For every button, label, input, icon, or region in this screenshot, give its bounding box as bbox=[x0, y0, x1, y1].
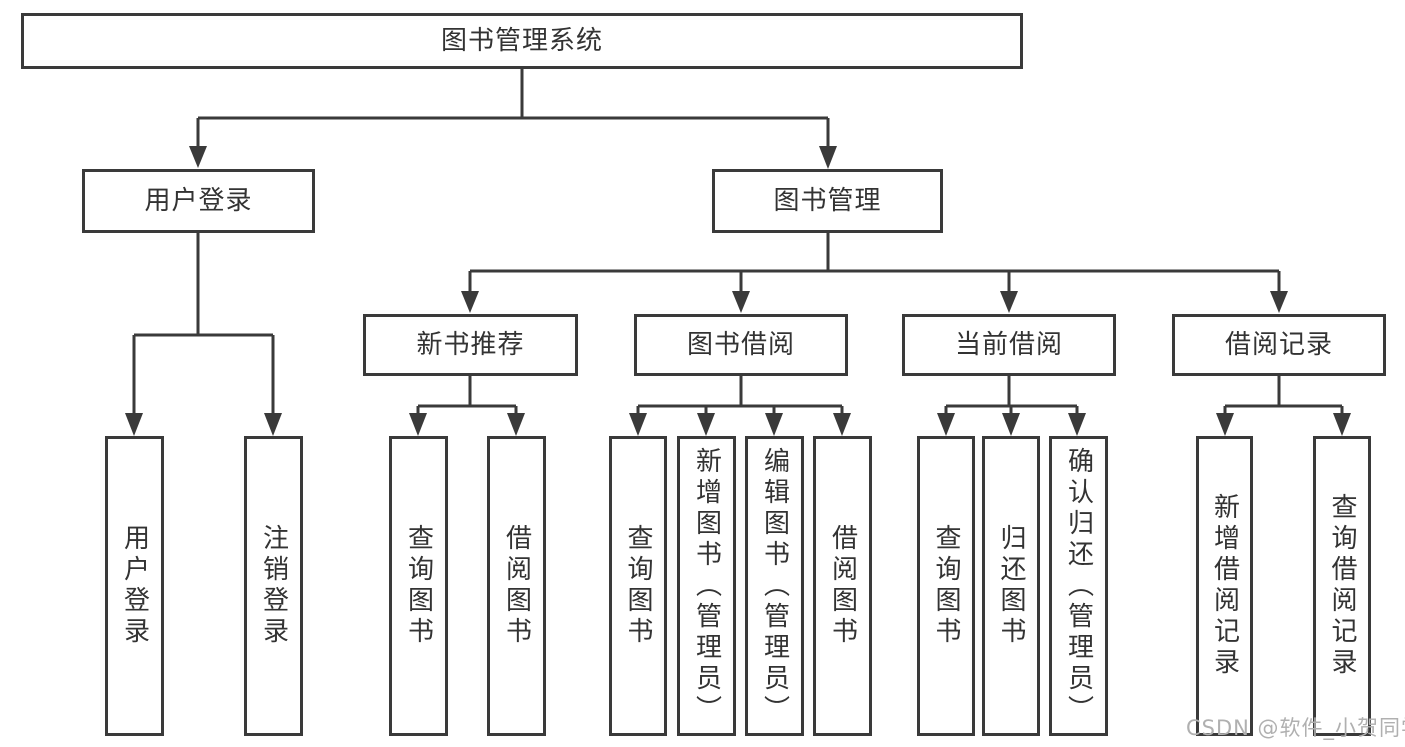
connector-currentborrow-to-leaves bbox=[944, 376, 1079, 414]
leaf-newbooks-query-books: 查询图书 bbox=[389, 436, 448, 736]
connector-bookmgmt-to-level3 bbox=[468, 233, 1281, 292]
arrowhead bbox=[697, 413, 715, 436]
connector-borrowrecords-to-leaves bbox=[1223, 376, 1344, 414]
node-user-login: 用户登录 bbox=[82, 169, 315, 233]
node-new-book-recommend: 新书推荐 bbox=[363, 314, 578, 376]
arrowhead bbox=[189, 146, 207, 168]
arrowhead bbox=[1002, 413, 1020, 436]
arrowhead bbox=[937, 413, 955, 436]
arrowhead bbox=[629, 413, 647, 436]
watermark: CSDN @软件_小贺同学 bbox=[1186, 716, 1405, 740]
node-book-management: 图书管理 bbox=[712, 169, 943, 233]
arrowhead bbox=[1333, 413, 1351, 436]
leaf-borrow-edit-books-admin: 编辑图书（管理员） bbox=[745, 436, 804, 736]
leaf-borrow-query-books: 查询图书 bbox=[609, 436, 667, 736]
arrowhead bbox=[833, 413, 851, 436]
arrowhead bbox=[461, 291, 479, 313]
leaf-current-confirm-return-admin: 确认归还（管理员） bbox=[1049, 436, 1108, 736]
arrowhead bbox=[1068, 413, 1086, 436]
arrowhead bbox=[125, 413, 143, 436]
connector-root-to-level2 bbox=[196, 69, 830, 147]
leaf-records-add-record: 新增借阅记录 bbox=[1196, 436, 1253, 736]
arrowhead bbox=[507, 413, 525, 436]
leaf-current-return-books: 归还图书 bbox=[982, 436, 1040, 736]
arrowhead bbox=[1000, 291, 1018, 313]
connector-userlogin-to-leaves bbox=[132, 232, 275, 415]
connector-newbooks-to-leaves bbox=[416, 376, 518, 414]
arrowhead bbox=[819, 146, 837, 169]
arrowhead bbox=[1216, 413, 1234, 436]
leaf-records-query-record: 查询借阅记录 bbox=[1313, 436, 1371, 736]
node-root: 图书管理系统 bbox=[21, 13, 1023, 69]
connector-bookborrow-to-leaves bbox=[636, 376, 844, 414]
node-book-borrow: 图书借阅 bbox=[634, 314, 848, 376]
leaf-borrow-borrow-books: 借阅图书 bbox=[813, 436, 872, 736]
arrowhead bbox=[1270, 291, 1288, 313]
node-current-borrow: 当前借阅 bbox=[902, 314, 1116, 376]
leaf-logout: 注销登录 bbox=[244, 436, 303, 736]
leaf-user-login: 用户登录 bbox=[105, 436, 164, 736]
leaf-current-query-books: 查询图书 bbox=[917, 436, 975, 736]
arrowhead bbox=[264, 413, 282, 436]
node-borrow-records: 借阅记录 bbox=[1172, 314, 1386, 376]
arrowhead bbox=[732, 291, 750, 313]
arrowhead bbox=[409, 413, 427, 436]
leaf-newbooks-borrow-books: 借阅图书 bbox=[487, 436, 546, 736]
arrowhead bbox=[765, 413, 783, 436]
leaf-borrow-add-books-admin: 新增图书（管理员） bbox=[677, 436, 736, 736]
